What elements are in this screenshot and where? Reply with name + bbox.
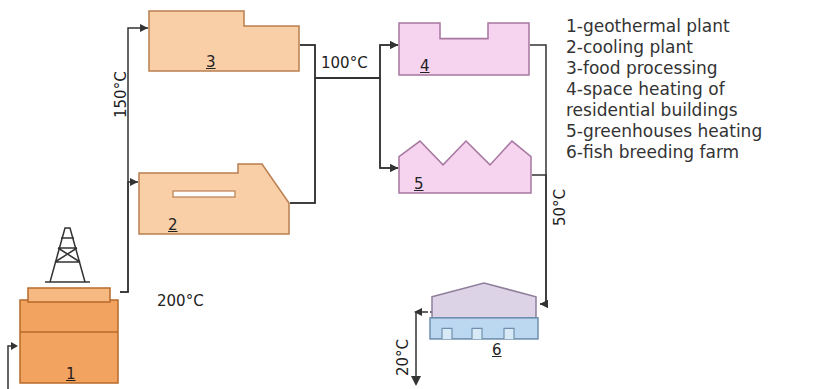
callout-number: 5 <box>414 177 424 192</box>
food-processing: 3 <box>148 10 300 72</box>
legend-line: 6-fish breeding farm <box>566 142 771 163</box>
legend-line: 4-space heating of residential buildings <box>566 79 771 121</box>
pipe-connector <box>120 178 138 292</box>
geothermal-plant: 1 <box>18 282 120 385</box>
callout-number: 1 <box>66 367 76 382</box>
temperature-label: 150°C <box>114 71 129 118</box>
arrowhead <box>411 376 421 386</box>
temperature-label: 50°C <box>553 189 568 226</box>
pipe-connector <box>532 175 548 308</box>
callout-number: 6 <box>492 343 502 358</box>
shape-outline <box>398 22 530 76</box>
legend-list: 1-geothermal plant2-cooling plant3-food … <box>566 16 771 163</box>
temperature-label: 20°C <box>396 339 411 376</box>
legend-line: 1-geothermal plant <box>566 16 771 37</box>
shape-outline <box>428 282 540 360</box>
drilling-derrick <box>45 228 90 282</box>
legend-line: 3-food processing <box>566 58 771 79</box>
fish-farm: 6 <box>428 282 540 360</box>
callout-number: 3 <box>206 55 216 70</box>
temperature-label: 100°C <box>321 56 368 71</box>
pipe-connector <box>120 24 148 292</box>
residential-heating: 4 <box>398 22 530 76</box>
shape-outline <box>138 163 290 235</box>
cooling-plant: 2 <box>138 163 290 235</box>
pipe-connector <box>530 45 548 308</box>
temperature-label: 200°C <box>157 294 204 309</box>
callout-number: 2 <box>168 218 178 233</box>
arrowhead <box>414 308 422 316</box>
greenhouse-heating: 5 <box>398 140 532 194</box>
arrowhead <box>11 342 18 350</box>
pipe-connector <box>290 78 398 203</box>
pipe-connector <box>290 41 398 203</box>
inlet-pipe <box>8 346 16 389</box>
legend-line: 2-cooling plant <box>566 37 771 58</box>
shape-outline <box>148 10 300 72</box>
legend-line: 5-greenhouses heating <box>566 121 771 142</box>
callout-number: 4 <box>420 59 430 74</box>
